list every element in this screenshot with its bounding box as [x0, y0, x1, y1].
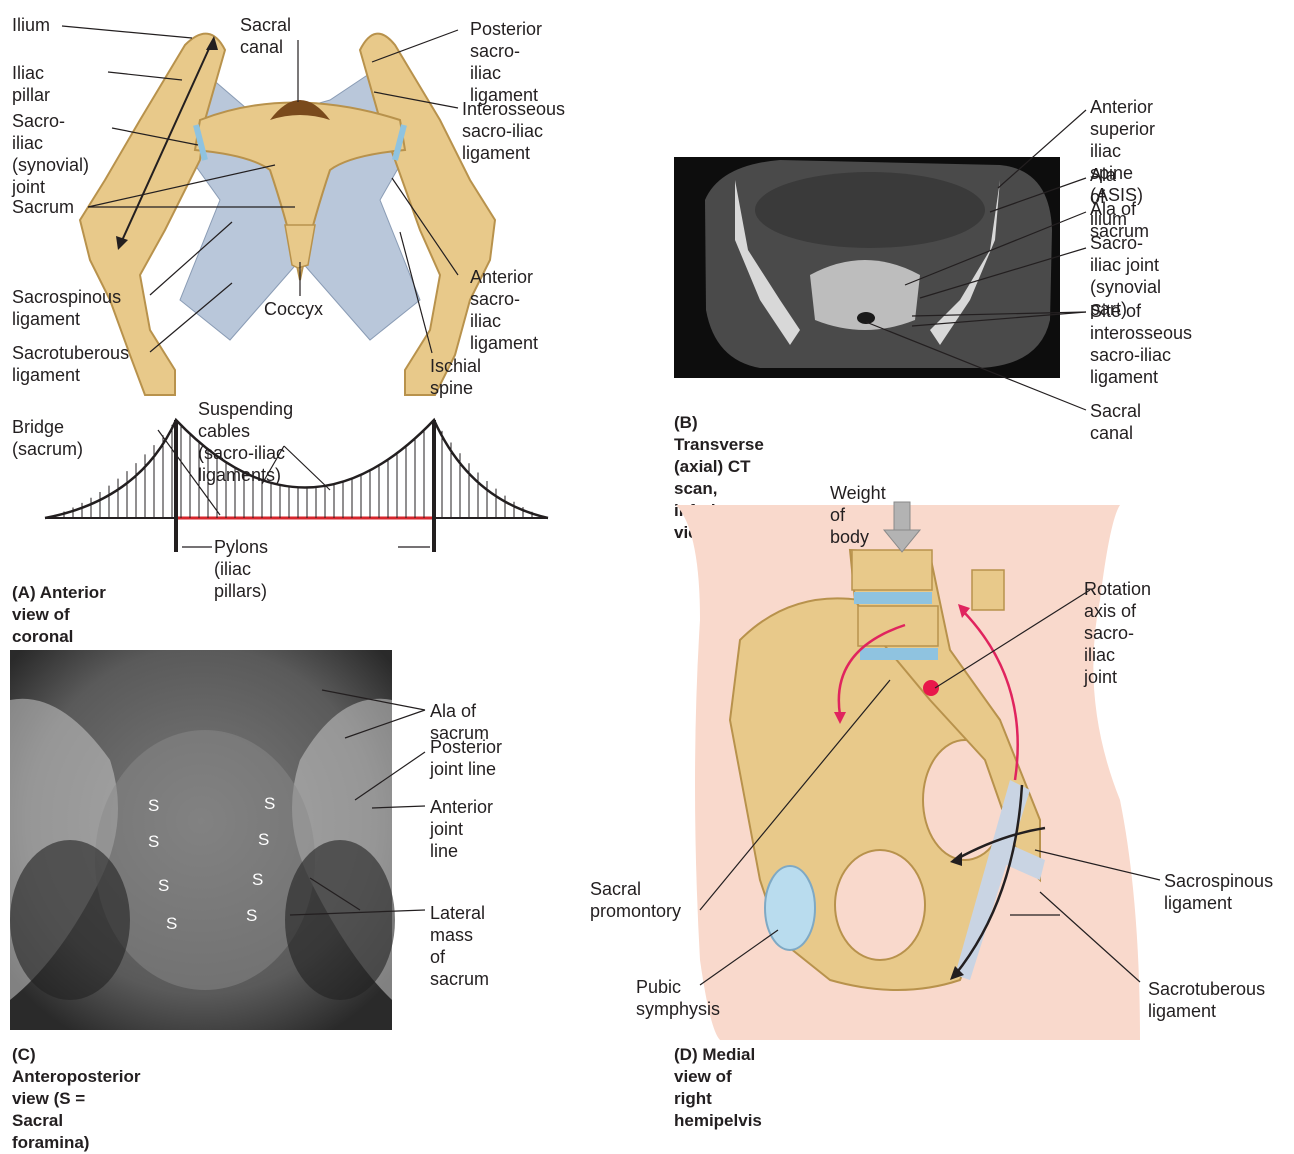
pubic-symphysis-surface	[765, 866, 815, 950]
lumbar-vertebra-2	[858, 606, 938, 646]
weight-arrow-shaft	[894, 502, 910, 532]
obturator-foramen	[835, 850, 925, 960]
label-sacrotuberous-d: Sacrotuberous ligament	[1148, 978, 1265, 1022]
label-weight-of-body: Weight of body	[830, 482, 886, 548]
label-sacrospinous-d: Sacrospinous ligament	[1164, 870, 1273, 914]
rotation-axis-dot	[923, 680, 939, 696]
label-sacral-promontory: Sacral promontory	[590, 878, 681, 922]
label-pubic-symphysis: Pubic symphysis	[636, 976, 720, 1020]
caption-panel-d: (D) Medial view of right hemipelvis	[674, 1044, 762, 1132]
lumbar-vertebra-1	[852, 550, 932, 590]
disc-2	[860, 648, 938, 660]
label-rotation-axis: Rotation axis of sacro-iliac joint	[1084, 578, 1151, 688]
disc-1	[854, 592, 932, 604]
spinous-process	[972, 570, 1004, 610]
